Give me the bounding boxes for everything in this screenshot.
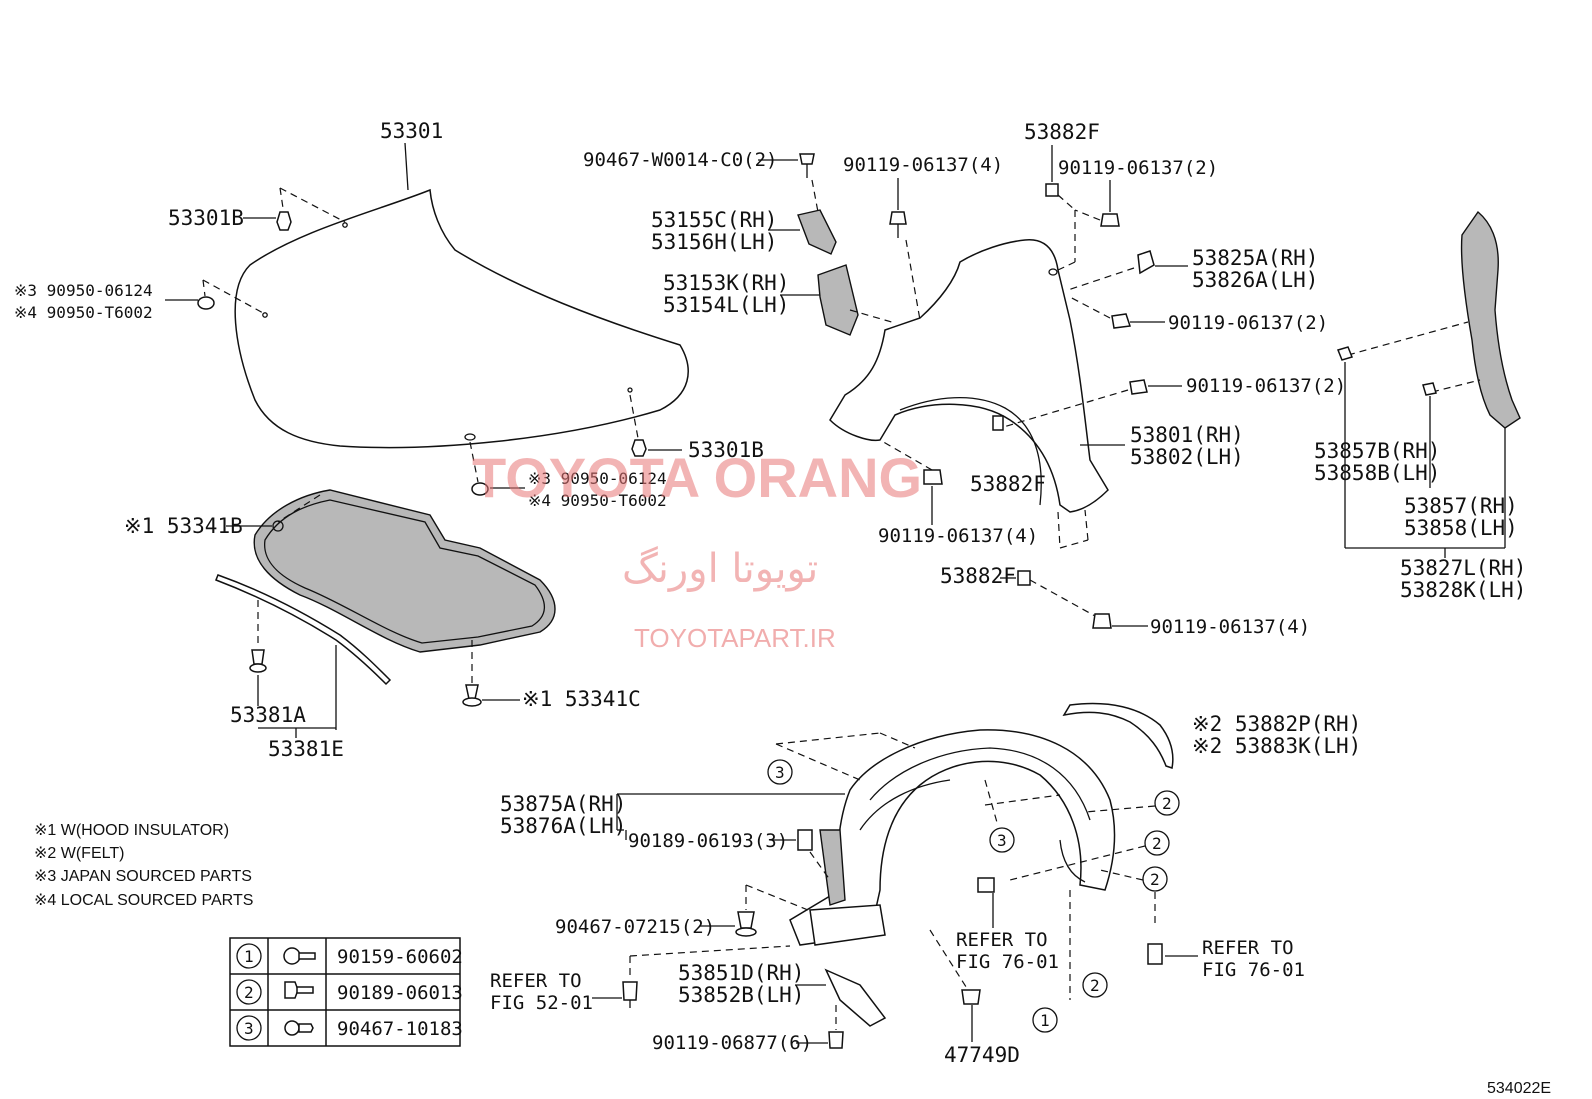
label-53341c: ※1 53341C [522,687,641,711]
label-53882f-low: 53882F [940,564,1016,588]
label-53876a: 53876A(LH) [500,814,626,838]
label-53154l: 53154L(LH) [663,293,789,317]
label-90189: 90189-06193(3) [628,830,788,852]
label-90467-w0014: 90467-W0014-C0(2) [583,149,777,171]
label-90119-bot4: 90119-06137(4) [878,525,1038,547]
label-refer52-line1: REFER TO [490,970,582,992]
callout-2c: 2 [1150,870,1160,889]
label-refer76b-line1: REFER TO [1202,937,1294,959]
bracket-53153k [817,264,859,336]
legend-part-3: 90467-10183 [337,1018,463,1040]
felt-pad [1062,702,1174,769]
hood-cushion-top [276,211,292,231]
fastener-legend-table: 1 90159-60602 2 90189-06013 3 90467-1018… [229,937,463,1047]
label-53341b: ※1 53341B [124,514,243,538]
label-clip-local-top: ※4 90950-T6002 [14,303,153,322]
label-53301: 53301 [380,119,443,143]
label-90119-r1: 90119-06137(2) [1168,312,1328,334]
label-53153k: 53153K(RH) [663,271,789,295]
flange-bolt-icon [283,947,316,965]
label-refer76a-line1: REFER TO [956,929,1048,951]
label-53858b: 53858B(LH) [1314,461,1440,485]
watermark-brand: TOYOTA ORANG [472,446,922,509]
label-clip-jp-mid: ※3 90950-06124 [528,469,667,488]
label-53381a: 53381A [230,703,306,727]
front-fender [829,239,1109,513]
label-53828k: 53828K(LH) [1400,578,1526,602]
label-53882f-mid: 53882F [970,472,1046,496]
label-53851d: 53851D(RH) [678,961,804,985]
note-2: ※2 W(FELT) [34,845,124,862]
label-53825a: 53825A(RH) [1192,246,1318,270]
legend-key-2: 2 [244,983,254,1002]
label-53381e: 53381E [268,737,344,761]
callout-2b: 2 [1152,834,1162,853]
label-53883k: ※2 53883K(LH) [1192,734,1361,758]
label-53802: 53802(LH) [1130,445,1244,469]
label-53882p: ※2 53882P(RH) [1192,712,1361,736]
label-53801: 53801(RH) [1130,423,1244,447]
callout-3b: 3 [997,831,1007,850]
callout-1a: 1 [1040,1011,1050,1030]
hood-insulator [253,489,556,653]
hood-panel [234,188,689,449]
fender-side-seal [1460,210,1521,429]
legend-part-1: 90159-60602 [337,946,463,968]
label-53882f-top: 53882F [1024,120,1100,144]
bracket-53825a [1137,250,1155,275]
figure-id: 534022E [1487,1080,1551,1097]
note-3: ※3 JAPAN SOURCED PARTS [34,868,252,885]
label-90119-06877: 90119-06877(6) [652,1032,812,1054]
label-53858: 53858(LH) [1404,516,1518,540]
callout-2d: 2 [1090,976,1100,995]
note-4: ※4 LOCAL SOURCED PARTS [34,892,253,909]
callout-3a: 3 [775,763,785,782]
label-clip-jp-top: ※3 90950-06124 [14,281,153,300]
label-53301b-mid: 53301B [688,438,764,462]
label-53852b: 53852B(LH) [678,983,804,1007]
hood-seal-strip [215,574,392,686]
legend-key-3: 3 [244,1019,254,1038]
label-clip-local-mid: ※4 90950-T6002 [528,491,667,510]
label-refer76a-line2: FIG 76-01 [956,951,1059,973]
label-90119-low4: 90119-06137(4) [1150,616,1310,638]
label-90119-r2: 90119-06137(2) [1186,375,1346,397]
fender-liner [789,729,1116,946]
label-53857b: 53857B(RH) [1314,439,1440,463]
label-53156h: 53156H(LH) [651,230,777,254]
liner-extension [824,968,887,1027]
label-53827l: 53827L(RH) [1400,556,1526,580]
label-refer52-line2: FIG 52-01 [490,992,593,1014]
label-53857: 53857(RH) [1404,494,1518,518]
label-53826a: 53826A(LH) [1192,268,1318,292]
push-clip-icon [284,981,314,999]
label-53875a: 53875A(RH) [500,792,626,816]
note-1: ※1 W(HOOD INSULATOR) [34,822,229,839]
watermark-url: TOYOTAPART.IR [634,623,836,653]
label-90467-07215: 90467-07215(2) [555,916,715,938]
label-53155c: 53155C(RH) [651,208,777,232]
legend-part-2: 90189-06013 [337,982,463,1004]
watermark-persian: تویوتا اورنگ [622,546,818,592]
label-53301b-top: 53301B [168,206,244,230]
clip-icon [284,1020,314,1036]
label-47749d: 47749D [944,1043,1020,1067]
label-90119-top: 90119-06137(4) [843,154,1003,176]
label-90119-tr: 90119-06137(2) [1058,157,1218,179]
label-refer76b-line2: FIG 76-01 [1202,959,1305,981]
bracket-53155c [797,209,837,255]
callout-2a: 2 [1162,794,1172,813]
legend-key-1: 1 [244,947,254,966]
